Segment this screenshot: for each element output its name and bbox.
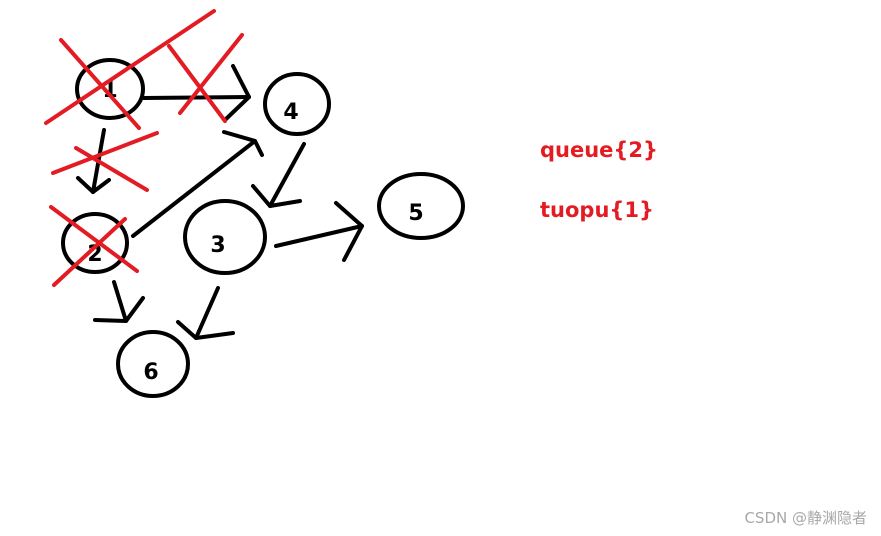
node-3: 3 [183,199,267,275]
cross-out-edge-1-to-4 [167,33,244,123]
node-6-label: 6 [143,360,158,385]
node-4: 4 [263,72,331,136]
node-5: 5 [377,172,465,240]
edge-3-to-5 [274,201,364,262]
node-5-label: 5 [408,201,423,226]
watermark: CSDN @静渊隐者 [744,509,867,527]
edge-2-to-6 [93,280,145,323]
edge-2-to-4 [131,130,264,238]
cross-out-edge-1-to-2 [51,131,159,192]
edge-4-to-3 [251,142,306,208]
cross-out-node-2 [49,205,139,287]
node-6: 6 [116,330,190,398]
cross-out-node-1 [44,9,216,130]
edge-1-to-4 [142,64,251,121]
tuopu-annotation: tuopu{1} [540,198,654,222]
edge-3-to-6 [176,286,235,340]
node-4-label: 4 [283,100,298,125]
queue-annotation: queue{2} [540,138,658,162]
node-3-label: 3 [210,233,225,258]
